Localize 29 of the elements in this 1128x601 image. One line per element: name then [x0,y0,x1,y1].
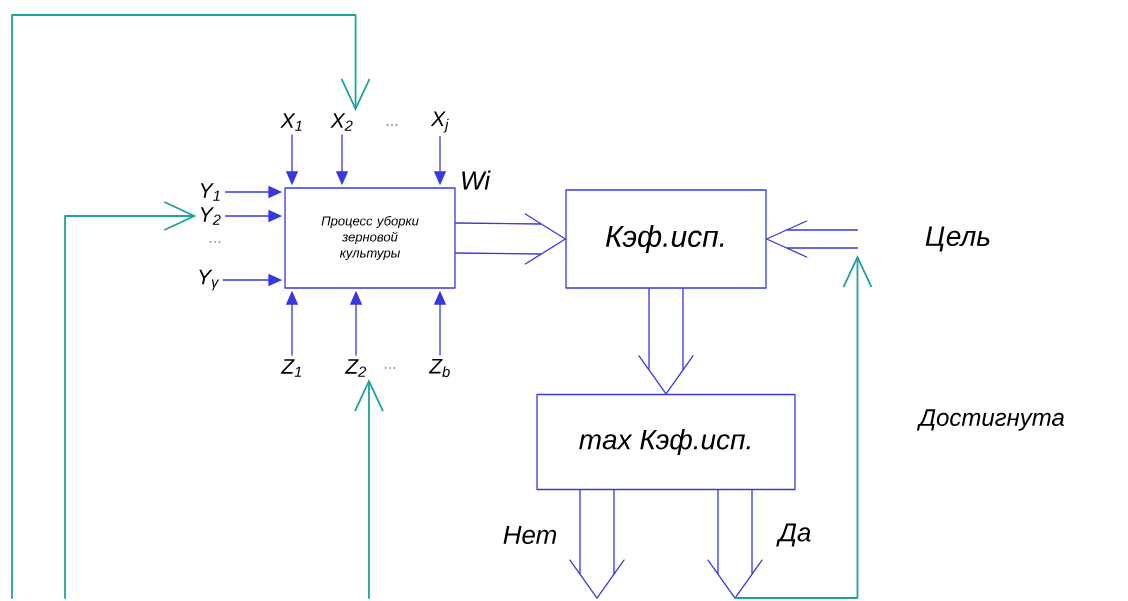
goal-label: Цель [925,226,990,252]
dots-label: ... [209,241,221,243]
feedback-arrow [354,378,384,599]
edge-label: Да [776,522,813,548]
double-arrow [707,489,763,599]
input-label: Z$_{1}$ [280,359,301,377]
feedback-arrow [734,254,873,599]
input-label: Y$_{1}$ [200,183,220,201]
block-box: Кэф.исп. [565,189,767,289]
dots-label: ... [386,124,398,126]
edge-label: Wi [458,169,492,191]
edge-label: Нет [501,524,559,546]
input-label: Z$_{b}$ [428,358,450,378]
dots-label: ... [384,367,396,369]
feedback-arrow [11,14,371,599]
double-arrow [455,213,566,265]
edge-label: Достигнута [916,408,1066,432]
input-label: X$_{2}$ [330,113,353,131]
input-label: X$_{j}$ [430,111,449,133]
input-label: Y$_{2}$ [200,207,221,225]
double-arrow [638,288,694,395]
process-box: Процесс уборки зерновой культуры [284,187,456,289]
feedback-arrow [64,201,197,599]
double-arrow [766,220,859,258]
input-label: X$_{1}$ [280,113,302,131]
block-box: max Кэф.исп. [536,393,796,491]
double-arrow [569,489,625,599]
input-label: Y$_{γ}$ [199,269,220,291]
input-label: Z$_{2}$ [344,359,367,377]
